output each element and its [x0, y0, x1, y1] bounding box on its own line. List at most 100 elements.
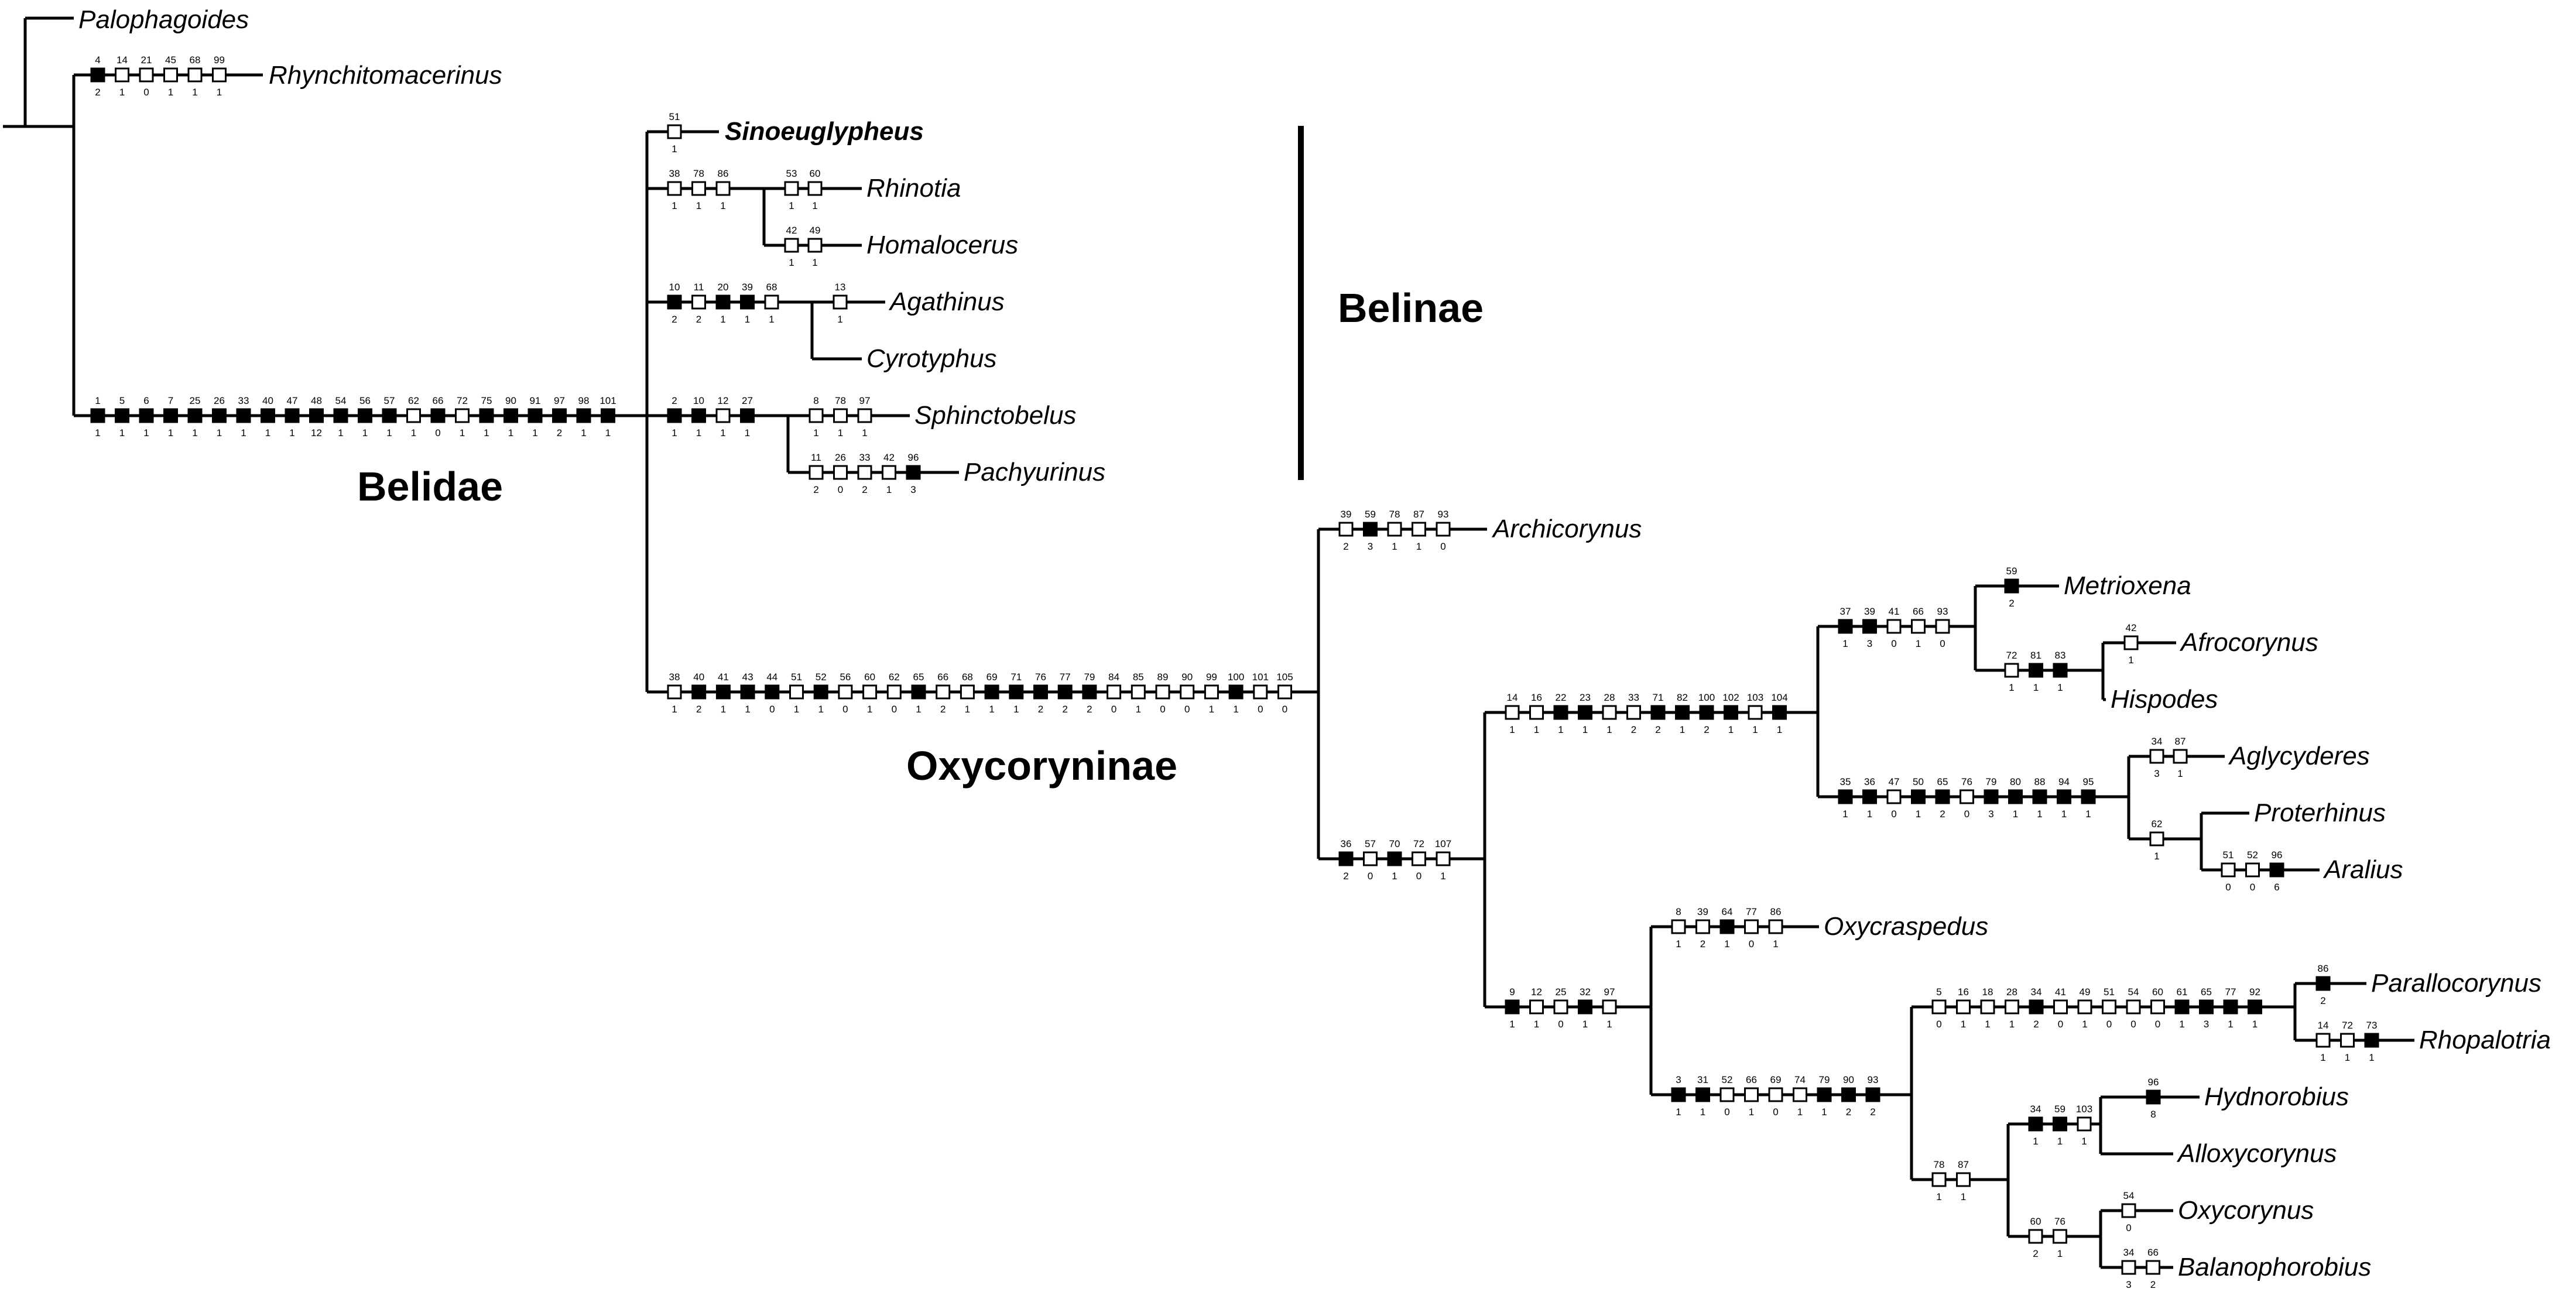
filled-state-square [333, 408, 348, 423]
character-number: 85 [1133, 671, 1144, 683]
character-number: 25 [1556, 986, 1567, 998]
character-mark: 520 [1719, 1074, 1735, 1118]
character-number: 79 [1819, 1074, 1830, 1085]
character-mark: 761 [2053, 1216, 2067, 1259]
character-number: 62 [2152, 818, 2163, 830]
character-mark: 25 0 [1553, 986, 1568, 1030]
character-state: 2 [557, 427, 562, 438]
character-number: 97 [859, 395, 871, 406]
character-state: 0 [1936, 1019, 1941, 1030]
character-number: 34 [2152, 736, 2163, 747]
character-number: 26 [214, 395, 225, 406]
character-state: 0 [2155, 1019, 2160, 1030]
open-state-square [1363, 851, 1378, 866]
filled-state-square [2315, 976, 2331, 991]
character-number: 32 [1580, 986, 1591, 998]
open-state-square [163, 67, 178, 83]
character-mark: 602 [2028, 1216, 2043, 1259]
open-state-square [1719, 1087, 1735, 1102]
open-state-square [886, 684, 902, 700]
character-state: 2 [2009, 598, 2014, 609]
character-state: 1 [838, 427, 843, 438]
character-marks: 4214121045168199111516171251261331401471… [90, 54, 2379, 1290]
open-state-square [1886, 619, 1902, 634]
character-mark: 991 [212, 54, 227, 98]
character-number: 79 [1986, 776, 1997, 787]
character-number: 41 [1889, 606, 1900, 617]
character-number: 78 [835, 395, 846, 406]
character-number: 16 [1531, 692, 1542, 703]
character-state: 1 [1724, 938, 1729, 950]
character-state: 0 [1368, 871, 1373, 882]
character-number: 14 [1507, 692, 1518, 703]
character-state: 1 [812, 200, 817, 211]
filled-state-square [1553, 705, 1568, 720]
character-number: 77 [1746, 906, 1757, 917]
character-number: 36 [1341, 838, 1352, 849]
filled-state-square [765, 684, 780, 700]
filled-state-square [2081, 789, 2096, 804]
character-mark: 51 [115, 395, 129, 438]
character-state: 1 [1777, 724, 1782, 735]
character-mark: 540 [2121, 1190, 2136, 1233]
character-state: 1 [2061, 808, 2067, 820]
character-mark: 760 [1960, 776, 1974, 820]
taxon-pachyurinus: Pachyurinus [964, 458, 1105, 486]
character-state: 1 [192, 87, 197, 98]
group-label-belinae: Belinae [1338, 285, 1484, 331]
character-number: 105 [1276, 671, 1293, 683]
character-mark: 510 [2102, 986, 2116, 1030]
character-number: 51 [2104, 986, 2115, 998]
character-mark: 141 [2315, 1020, 2331, 1063]
filled-state-square [261, 408, 275, 423]
character-number: 65 [2201, 986, 2212, 998]
filled-state-square [358, 408, 372, 423]
character-state: 0 [1558, 1019, 1563, 1030]
character-state: 1 [217, 427, 222, 438]
character-state: 1 [362, 427, 368, 438]
open-state-square [784, 181, 799, 196]
character-state: 2 [1655, 724, 1660, 735]
character-number: 34 [2030, 1103, 2041, 1115]
character-number: 72 [2006, 650, 2017, 661]
character-state: 3 [1988, 808, 1993, 820]
character-state: 1 [1582, 1019, 1588, 1030]
character-mark: 801 [2008, 776, 2023, 820]
character-number: 100 [1228, 671, 1244, 683]
character-number: 64 [1722, 906, 1733, 917]
taxon-alloxycorynus: Alloxycorynus [2176, 1139, 2337, 1168]
character-mark: 541 [333, 395, 348, 438]
character-mark: 811 [2029, 650, 2043, 693]
open-state-square [764, 294, 779, 310]
filled-state-square [667, 408, 682, 423]
filled-state-square [1838, 619, 1853, 634]
character-mark: 963 [906, 452, 921, 495]
filled-state-square [906, 465, 921, 480]
open-state-square [838, 684, 853, 700]
character-number: 48 [311, 395, 322, 406]
taxon-oxycraspedus: Oxycraspedus [1824, 912, 1988, 941]
filled-state-square [90, 408, 105, 423]
open-state-square [1960, 789, 1974, 804]
character-number: 99 [214, 54, 225, 66]
open-state-square [1911, 619, 1926, 634]
taxon-palophagoides: Palophagoides [78, 5, 249, 34]
character-state: 1 [867, 704, 872, 715]
open-state-square [2146, 1260, 2160, 1275]
open-state-square [1505, 705, 1520, 720]
character-state: 0 [1724, 1106, 1729, 1118]
filled-state-square [1862, 619, 1877, 634]
character-number: 39 [1864, 606, 1875, 617]
character-mark: 471 [285, 395, 300, 438]
filled-state-square [2269, 862, 2284, 878]
open-state-square [1695, 919, 1710, 934]
open-state-square [2149, 749, 2164, 764]
character-state: 2 [1062, 704, 1067, 715]
character-mark: 570 [1363, 838, 1378, 882]
character-number: 76 [1961, 776, 1972, 787]
character-number: 84 [1108, 671, 1119, 683]
character-mark: 131 [833, 282, 848, 325]
character-state: 1 [2037, 808, 2042, 820]
open-state-square [1436, 851, 1451, 866]
character-mark: 831 [2053, 650, 2068, 693]
